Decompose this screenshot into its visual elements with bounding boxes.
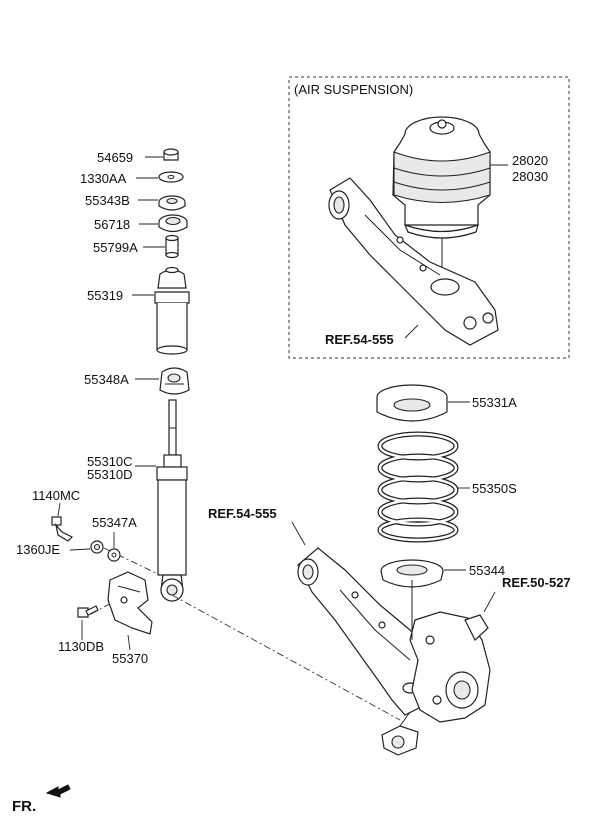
part-55331a: 55331A [472,395,517,410]
bolt-1140mc [51,516,74,542]
air-spring [392,116,491,272]
leader-ref-knuckle [483,591,496,613]
ref-arm: REF.54-555 [208,506,277,521]
part-55319: 55319 [87,288,123,303]
part-1140mc: 1140MC [32,488,80,503]
air-suspension-box [288,76,570,359]
bumper-55348a [159,367,190,395]
direction-label: FR. [12,798,36,815]
part-54659: 54659 [97,150,133,165]
part-55347a: 55347A [92,515,137,530]
center-line [171,594,401,721]
shock-absorber [156,399,188,602]
washer-55347a [107,548,121,562]
part-55343b: 55343B [85,193,130,208]
stop-55799a [165,234,179,259]
coil-spring-55350s [377,431,459,543]
part-55370: 55370 [112,651,148,666]
bearing-56718 [158,214,188,233]
part-55344: 55344 [469,563,505,578]
air-suspension-title: (AIR SUSPENSION) [294,82,413,97]
air-lower-arm [328,177,499,346]
part-55310d: 55310D [87,467,133,482]
part-55310c: 55310C [87,454,133,469]
part-1360je: 1360JE [16,542,60,557]
dust-cover-55319 [154,266,190,355]
part-28030: 28030 [512,169,548,184]
leader-ref-air [404,324,419,339]
part-55348a: 55348A [84,372,129,387]
direction-arrow-icon [45,784,71,798]
bolt-1130db [77,605,99,618]
ref-air: REF.54-555 [325,332,394,347]
part-56718: 56718 [94,217,130,232]
part-28020: 28020 [512,153,548,168]
lower-arm-knuckle [297,547,491,756]
nut-1360je [90,540,104,554]
part-55799a: 55799A [93,240,138,255]
nut-54659 [163,148,179,161]
seat-55344 [380,559,444,588]
part-55350s: 55350S [472,481,517,496]
bracket-55370 [107,571,153,635]
seat-55331a [376,384,448,422]
leader-ref-arm [291,521,306,546]
part-1130db: 1130DB [58,639,104,654]
cap-55343b [158,195,186,211]
washer-1330aa [158,171,184,183]
ref-knuckle: REF.50-527 [502,575,571,590]
part-1330aa: 1330AA [80,171,127,186]
